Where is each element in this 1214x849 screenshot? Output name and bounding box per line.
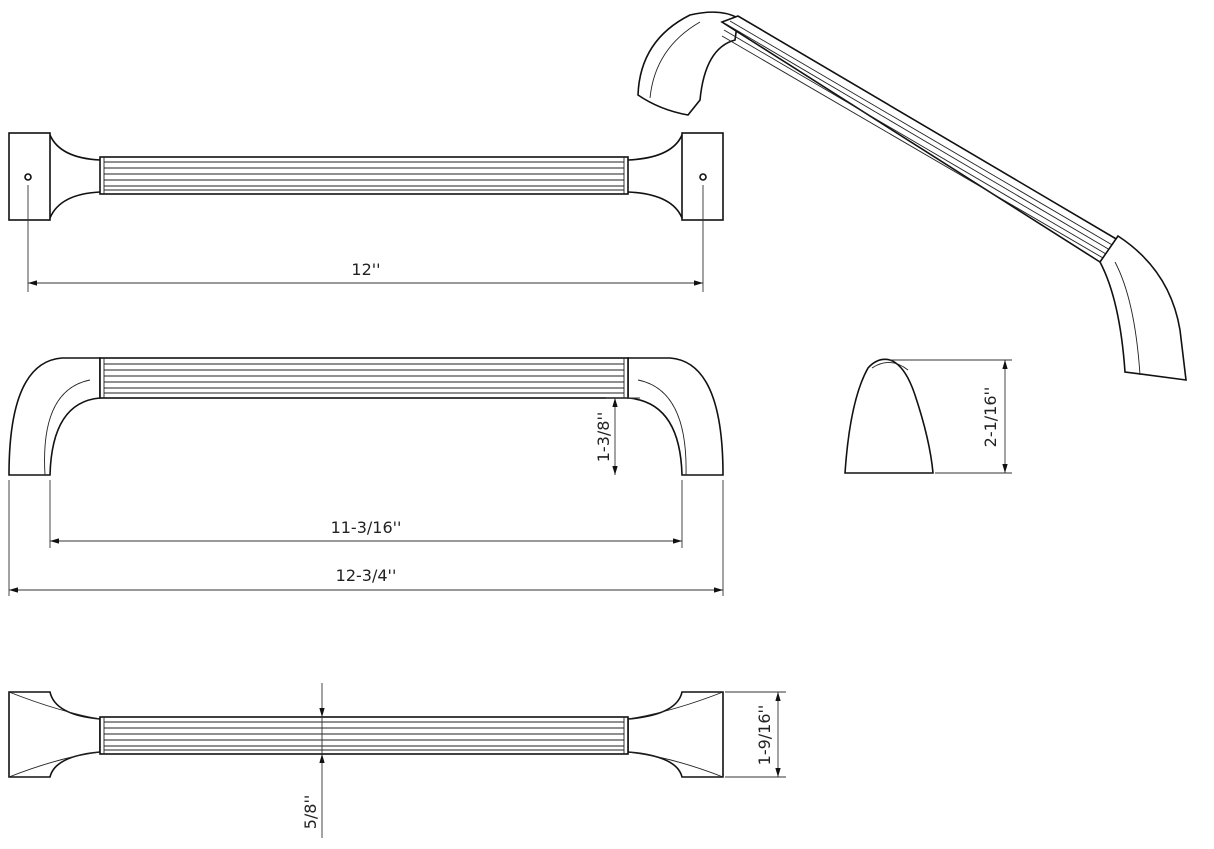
front-view: 5/8'' 1-9/16'' (8, 683, 786, 838)
dim-projection: 1-3/8'' (594, 412, 613, 463)
dim-center-to-center: 12'' (351, 260, 380, 279)
end-view: 2-1/16'' (844, 358, 1012, 474)
side-view: 1-3/8'' 11-3/16'' 12-3/4'' (8, 357, 724, 596)
dim-foot-width: 1-9/16'' (755, 705, 774, 766)
fluted-bar (99, 716, 629, 755)
dim-inner-length: 11-3/16'' (331, 518, 402, 537)
perspective-view (637, 11, 1187, 381)
left-mount-block (8, 132, 51, 221)
screw-hole-icon (699, 173, 707, 181)
top-view: 12'' (8, 132, 724, 292)
right-mount-block (681, 132, 724, 221)
dim-overall-length: 12-3/4'' (336, 566, 397, 585)
fluted-bar (99, 357, 629, 399)
dim-height: 2-1/16'' (981, 387, 1000, 448)
fluted-bar (720, 15, 1120, 264)
screw-hole-icon (24, 173, 32, 181)
dim-bar-diameter: 5/8'' (301, 795, 320, 830)
fluted-bar (99, 156, 629, 195)
